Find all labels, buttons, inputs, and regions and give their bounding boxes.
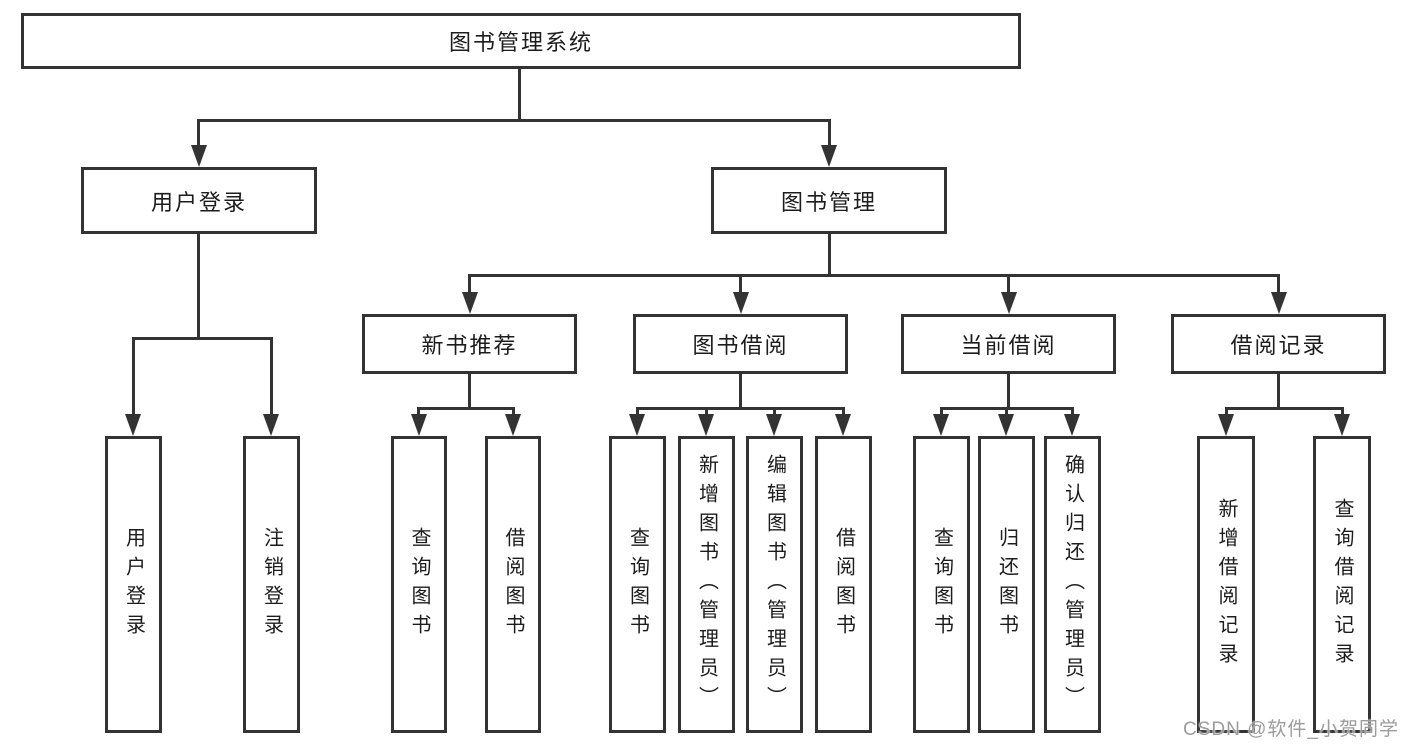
- connector-line: [468, 373, 471, 410]
- leaf-label: 借阅图书: [502, 526, 524, 643]
- connector-line: [1277, 274, 1280, 296]
- leaf-add-borrow-record: 新增借阅记录: [1197, 436, 1255, 733]
- leaf-add-books-admin: 新增图书（管理员）: [678, 436, 735, 733]
- leaf-confirm-return-admin: 确认归还（管理员）: [1044, 436, 1101, 733]
- connector-line: [197, 233, 200, 338]
- connector-line: [842, 407, 845, 417]
- leaf-label: 借阅图书: [832, 526, 855, 643]
- leaf-return-books: 归还图书: [978, 436, 1035, 733]
- leaf-search-borrow-record: 查询借阅记录: [1313, 436, 1371, 733]
- connector-line: [1341, 407, 1344, 417]
- arrow-down-icon: [698, 414, 714, 436]
- node-user-login: 用户登录: [81, 167, 317, 234]
- connector-line: [636, 407, 639, 417]
- node-label: 图书管理: [780, 189, 877, 215]
- leaf-search-books-recommend: 查询图书: [391, 436, 447, 733]
- connector-line: [739, 373, 742, 410]
- connector-line: [132, 337, 135, 415]
- connector-line: [198, 119, 831, 122]
- connector-line: [1071, 407, 1074, 417]
- connector-line: [705, 407, 708, 417]
- connector-line: [418, 407, 515, 410]
- arrow-down-icon: [462, 292, 478, 314]
- connector-line: [1225, 407, 1228, 417]
- connector-line: [1005, 407, 1008, 417]
- connector-line: [636, 407, 844, 410]
- arrow-down-icon: [1064, 414, 1080, 436]
- connector-line: [468, 274, 471, 296]
- leaf-edit-books-admin: 编辑图书（管理员）: [746, 436, 803, 733]
- node-new-book-recommendation: 新书推荐: [362, 314, 577, 374]
- leaf-label: 查询借阅记录: [1331, 497, 1353, 672]
- leaf-borrow-books: 借阅图书: [815, 436, 872, 733]
- arrow-down-icon: [411, 414, 427, 436]
- leaf-user-login: 用户登录: [105, 436, 162, 733]
- arrow-down-icon: [629, 414, 645, 436]
- node-label: 借阅记录: [1230, 333, 1327, 358]
- arrow-down-icon: [1334, 414, 1350, 436]
- connector-line: [828, 119, 831, 149]
- arrow-down-icon: [1001, 292, 1017, 314]
- arrow-down-icon: [191, 145, 207, 167]
- node-borrowing-records: 借阅记录: [1171, 314, 1386, 374]
- connector-line: [739, 274, 742, 296]
- connector-line: [270, 337, 273, 415]
- node-label: 用户登录: [150, 189, 247, 215]
- leaf-logout: 注销登录: [243, 436, 300, 733]
- arrow-down-icon: [1218, 414, 1234, 436]
- arrow-down-icon: [263, 414, 279, 436]
- arrow-down-icon: [1271, 292, 1287, 314]
- node-current-borrowing: 当前借阅: [901, 314, 1116, 374]
- leaf-label: 归还图书: [995, 526, 1018, 643]
- connector-line: [1007, 274, 1010, 296]
- connector-line: [518, 68, 521, 120]
- leaf-search-books-borrowing: 查询图书: [609, 436, 666, 733]
- leaf-borrow-books-recommend: 借阅图书: [485, 436, 541, 733]
- arrow-down-icon: [998, 414, 1014, 436]
- connector-line: [828, 233, 831, 274]
- arrow-down-icon: [125, 414, 141, 436]
- arrow-down-icon: [821, 145, 837, 167]
- leaf-label: 新增借阅记录: [1215, 497, 1237, 672]
- connector-line: [512, 407, 515, 417]
- leaf-search-books-current: 查询图书: [913, 436, 970, 733]
- node-label: 图书管理系统: [448, 30, 593, 55]
- leaf-label: 新增图书（管理员）: [695, 454, 718, 715]
- connector-line: [417, 407, 420, 417]
- arrow-down-icon: [835, 414, 851, 436]
- leaf-label: 用户登录: [122, 526, 145, 643]
- node-label: 当前借阅: [960, 333, 1057, 358]
- connector-line: [940, 407, 943, 417]
- node-label: 图书借阅: [692, 333, 789, 358]
- connector-line: [1225, 407, 1343, 410]
- node-book-management: 图书管理: [711, 167, 947, 234]
- node-book-borrowing: 图书借阅: [633, 314, 848, 374]
- leaf-label: 查询图书: [930, 526, 953, 643]
- leaf-label: 确认归还（管理员）: [1061, 454, 1084, 715]
- leaf-label: 查询图书: [408, 526, 430, 643]
- arrow-down-icon: [766, 414, 782, 436]
- leaf-label: 编辑图书（管理员）: [763, 454, 786, 715]
- connector-line: [1007, 373, 1010, 410]
- connector-line: [773, 407, 776, 417]
- node-library-management-system: 图书管理系统: [21, 13, 1021, 69]
- csdn-watermark: CSDN @软件_小贺同学: [1183, 719, 1399, 740]
- arrow-down-icon: [733, 292, 749, 314]
- connector-line: [469, 274, 1280, 277]
- connector-line: [132, 337, 272, 340]
- leaf-label: 注销登录: [260, 526, 283, 643]
- arrow-down-icon: [505, 414, 521, 436]
- node-label: 新书推荐: [421, 333, 518, 358]
- arrow-down-icon: [933, 414, 949, 436]
- connector-line: [197, 119, 200, 149]
- leaf-label: 查询图书: [626, 526, 649, 643]
- connector-line: [1277, 373, 1280, 410]
